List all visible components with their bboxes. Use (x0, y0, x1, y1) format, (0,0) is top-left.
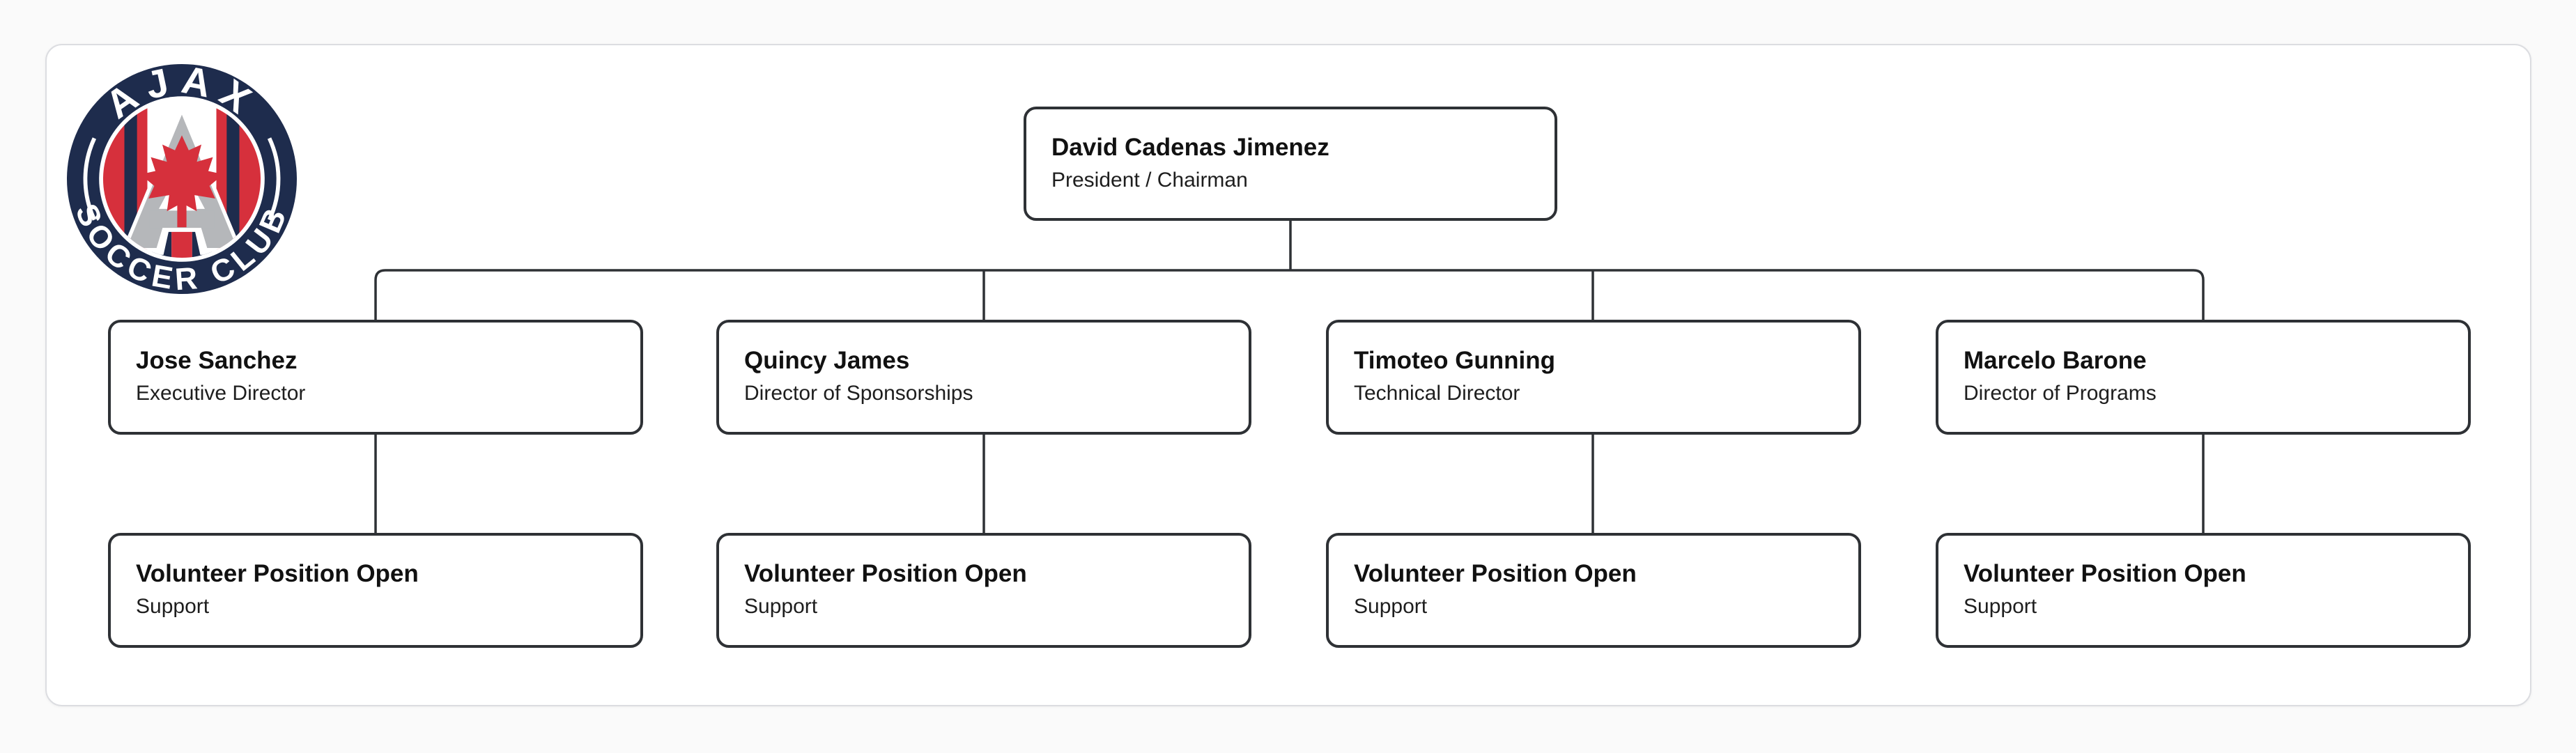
club-logo-icon: AJAX SOCCER CLUB (67, 64, 297, 294)
node-name: Volunteer Position Open (1964, 560, 2246, 587)
node-name: Volunteer Position Open (744, 560, 1027, 587)
node-title: Director of Programs (1964, 382, 2157, 405)
node-name: Timoteo Gunning (1354, 347, 1556, 374)
node-title: President / Chairman (1051, 169, 1248, 192)
node-title: Support (1964, 595, 2037, 618)
org-node-director-1[interactable]: Jose Sanchez Executive Director (108, 320, 643, 435)
node-name: Jose Sanchez (136, 347, 298, 374)
node-name: Volunteer Position Open (136, 560, 419, 587)
node-title: Support (1354, 595, 1428, 618)
node-name: Volunteer Position Open (1354, 560, 1637, 587)
node-title: Support (744, 595, 818, 618)
node-name: Quincy James (744, 347, 910, 374)
node-name: Marcelo Barone (1964, 347, 2147, 374)
org-chart-card: AJAX SOCCER CLUB David Cadenas Jimenez P… (45, 44, 2531, 706)
node-title: Director of Sponsorships (744, 382, 973, 405)
org-node-director-3[interactable]: Timoteo Gunning Technical Director (1326, 320, 1861, 435)
maple-leaf-icon (140, 135, 224, 228)
node-title: Executive Director (136, 382, 306, 405)
org-node-volunteer-4[interactable]: Volunteer Position Open Support (1936, 533, 2471, 648)
logo-left-arc (83, 137, 97, 221)
logo-right-arc (267, 137, 281, 221)
org-node-president[interactable]: David Cadenas Jimenez President / Chairm… (1024, 107, 1557, 221)
node-title: Technical Director (1354, 382, 1520, 405)
org-node-volunteer-3[interactable]: Volunteer Position Open Support (1326, 533, 1861, 648)
org-node-volunteer-1[interactable]: Volunteer Position Open Support (108, 533, 643, 648)
org-node-director-4[interactable]: Marcelo Barone Director of Programs (1936, 320, 2471, 435)
node-name: David Cadenas Jimenez (1051, 134, 1329, 161)
org-node-volunteer-2[interactable]: Volunteer Position Open Support (716, 533, 1251, 648)
node-title: Support (136, 595, 210, 618)
org-node-director-2[interactable]: Quincy James Director of Sponsorships (716, 320, 1251, 435)
connector-rail (374, 269, 2205, 320)
